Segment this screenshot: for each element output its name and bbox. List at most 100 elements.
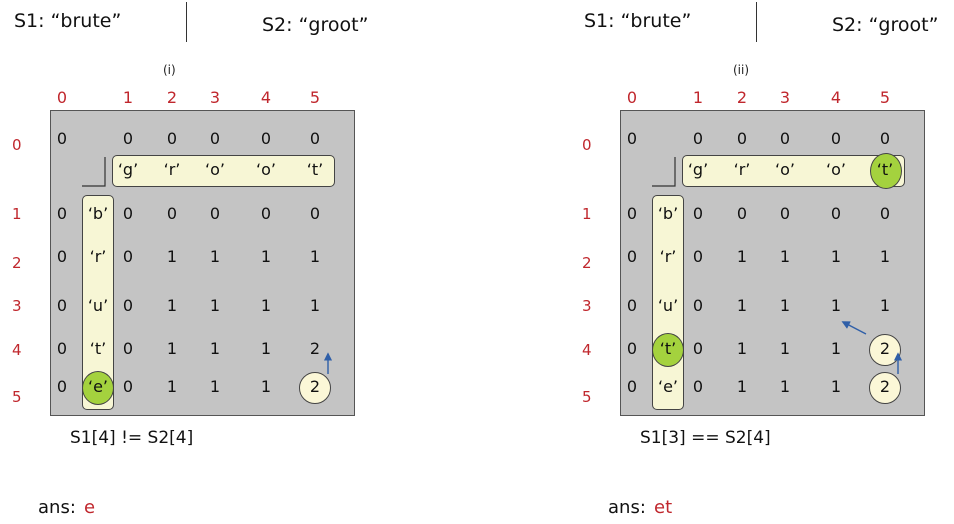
dp-cell: 1	[209, 377, 221, 396]
dp-cell: 0	[56, 204, 68, 223]
dp-cell: 2	[879, 377, 891, 396]
dp-cell: 0	[626, 204, 638, 223]
dp-cell: 1	[260, 296, 272, 315]
s2-char: ‘o’	[775, 160, 795, 179]
dp-cell: 0	[56, 339, 68, 358]
comparison-condition: S1[4] != S2[4]	[70, 428, 194, 448]
dp-cell: 2	[309, 339, 321, 358]
dp-cell: 0	[692, 296, 704, 315]
panel-caption: (i)	[163, 63, 176, 77]
s2-char: ‘r’	[163, 160, 181, 179]
dp-cell: 1	[736, 296, 748, 315]
dp-cell: 2	[309, 377, 321, 396]
dp-cell: 0	[260, 204, 272, 223]
dp-cell: 0	[626, 296, 638, 315]
s1-char: ‘t’	[659, 339, 677, 358]
s1-char: ‘t’	[89, 339, 107, 358]
dp-cell: 0	[779, 204, 791, 223]
dp-cell: 0	[122, 296, 134, 315]
row-index: 0	[582, 136, 592, 154]
dp-cell: 1	[209, 247, 221, 266]
row-index: 2	[582, 254, 592, 272]
col-index: 1	[122, 88, 134, 107]
dp-cell: 0	[309, 129, 321, 148]
dp-cell: 0	[692, 129, 704, 148]
s2-char-strip	[682, 155, 905, 187]
corner-bracket	[652, 157, 676, 187]
trace-arrows	[841, 321, 903, 374]
col-index: 0	[626, 88, 638, 107]
s2-char: ‘t’	[306, 160, 324, 179]
dp-cell: 0	[779, 129, 791, 148]
s1-char: ‘b’	[87, 204, 109, 223]
s2-char: ‘g’	[117, 160, 139, 179]
header-divider	[756, 2, 757, 42]
s2-char: ‘o’	[826, 160, 846, 179]
dp-cell: 0	[626, 247, 638, 266]
dp-cell: 1	[830, 377, 842, 396]
row-index: 5	[12, 388, 22, 406]
dp-cell: 1	[260, 247, 272, 266]
dp-cell: 1	[309, 296, 321, 315]
row-index: 3	[12, 297, 22, 315]
col-index: 0	[56, 88, 68, 107]
row-index: 5	[582, 388, 592, 406]
dp-cell: 0	[166, 129, 178, 148]
s1-char: ‘e’	[657, 377, 678, 396]
s1-highlight-circle	[82, 371, 114, 405]
dp-cell: 0	[879, 129, 891, 148]
col-index: 3	[779, 88, 791, 107]
dp-cell: 0	[626, 377, 638, 396]
col-index: 2	[736, 88, 748, 107]
s1-char: ‘b’	[657, 204, 679, 223]
col-index: 4	[260, 88, 272, 107]
col-index: 4	[830, 88, 842, 107]
cell-circle	[299, 372, 331, 404]
s2-char-strip	[112, 155, 335, 187]
panel-caption: (ii)	[733, 63, 750, 77]
dp-cell: 0	[260, 129, 272, 148]
dp-cell: 1	[779, 296, 791, 315]
s1-char: ‘u’	[87, 296, 109, 315]
dp-cell: 1	[879, 296, 891, 315]
dp-cell: 1	[736, 377, 748, 396]
row-index: 4	[12, 341, 22, 359]
answer-value: et	[654, 497, 673, 518]
s2-char: ‘o’	[256, 160, 276, 179]
s1-char: ‘r’	[89, 247, 107, 266]
s1-char: ‘u’	[657, 296, 679, 315]
s2-char: ‘t’	[876, 160, 894, 179]
row-index: 0	[12, 136, 22, 154]
answer-label: ans:	[608, 497, 646, 518]
s1-char-strip	[652, 195, 684, 410]
dp-cell: 0	[830, 204, 842, 223]
dp-cell: 0	[879, 204, 891, 223]
dp-cell: 0	[626, 129, 638, 148]
dp-cell: 1	[209, 339, 221, 358]
row-index: 1	[12, 205, 22, 223]
dp-cell: 0	[692, 204, 704, 223]
dp-cell: 0	[692, 247, 704, 266]
dp-cell: 1	[830, 296, 842, 315]
dp-cell: 1	[736, 247, 748, 266]
dp-cell: 1	[879, 247, 891, 266]
header-divider	[186, 2, 187, 42]
dp-cell: 1	[309, 247, 321, 266]
col-index: 5	[309, 88, 321, 107]
dp-cell: 1	[166, 377, 178, 396]
trace-arrows	[323, 352, 333, 374]
comparison-condition: S1[3] == S2[4]	[640, 428, 771, 448]
s2-highlight-circle	[870, 153, 902, 189]
row-index: 4	[582, 341, 592, 359]
dp-cell: 0	[56, 129, 68, 148]
col-index: 3	[209, 88, 221, 107]
dp-cell: 0	[692, 377, 704, 396]
dp-cell: 1	[830, 247, 842, 266]
s1-label: S1: “brute”	[584, 10, 692, 32]
s1-char: ‘e’	[87, 377, 108, 396]
dp-cell: 1	[260, 377, 272, 396]
col-index: 5	[879, 88, 891, 107]
row-index: 1	[582, 205, 592, 223]
